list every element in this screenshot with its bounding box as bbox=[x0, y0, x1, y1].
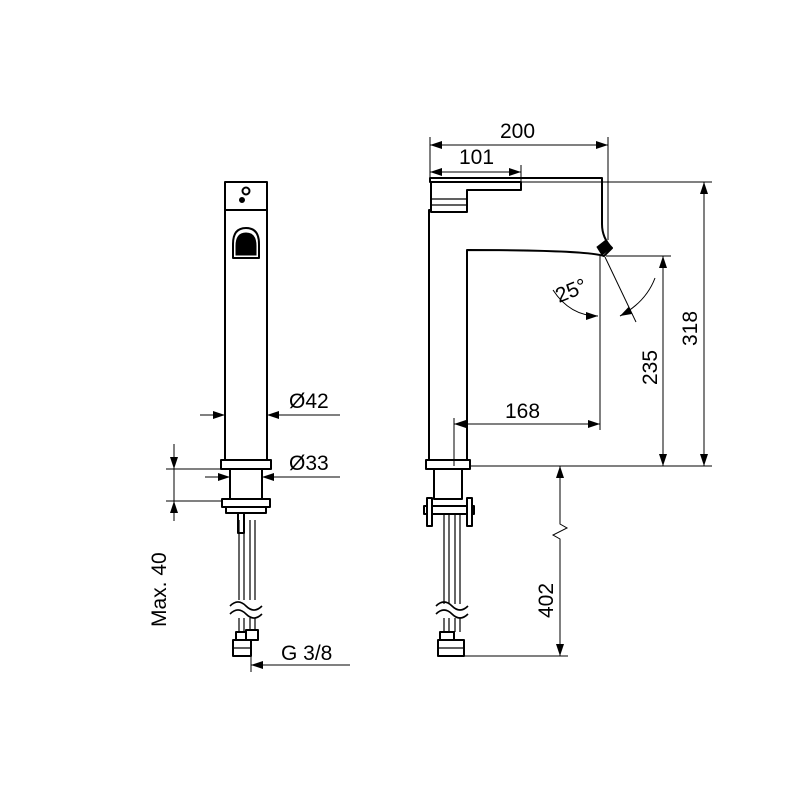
side-view: Ø42 Ø33 Max. 40 G 3/8 bbox=[148, 181, 350, 672]
label-101: 101 bbox=[459, 146, 494, 169]
front-base-ring bbox=[425, 459, 471, 470]
side-aerator-mesh bbox=[235, 232, 257, 256]
front-shank bbox=[433, 468, 463, 500]
front-view: 200 101 318 235 168 25° 402 bbox=[423, 120, 712, 657]
angle-arc bbox=[619, 277, 656, 317]
front-connector bbox=[439, 631, 455, 641]
label-diameter-42: Ø42 bbox=[289, 390, 329, 413]
label-max-40: Max. 40 bbox=[148, 552, 171, 627]
angle-ref-line bbox=[604, 256, 637, 323]
label-g-3-8: G 3/8 bbox=[281, 642, 332, 665]
side-washer bbox=[221, 498, 271, 508]
label-318: 318 bbox=[679, 311, 702, 346]
front-aerator-icon bbox=[596, 239, 612, 256]
side-lever-cap bbox=[224, 181, 268, 211]
front-spout-body bbox=[428, 177, 613, 461]
side-break-wave bbox=[229, 609, 263, 619]
side-lever-dot-icon bbox=[239, 197, 245, 203]
label-diameter-33: Ø33 bbox=[289, 452, 329, 475]
front-break-wave bbox=[435, 601, 469, 611]
label-235: 235 bbox=[639, 350, 662, 385]
side-base-ring bbox=[220, 459, 272, 470]
side-break-wave bbox=[229, 601, 263, 611]
label-402: 402 bbox=[535, 583, 558, 618]
front-stud bbox=[466, 497, 473, 527]
front-stud bbox=[426, 497, 433, 527]
angle-arc bbox=[552, 289, 599, 320]
label-angle-25: 25° bbox=[552, 274, 590, 307]
label-200: 200 bbox=[500, 120, 535, 143]
side-shank bbox=[229, 468, 263, 500]
front-break-wave bbox=[435, 609, 469, 619]
dim-break-402 bbox=[551, 518, 569, 546]
side-lever-screw-icon bbox=[241, 186, 251, 196]
label-168: 168 bbox=[505, 400, 540, 423]
side-nut bbox=[225, 506, 267, 514]
side-connector bbox=[245, 629, 259, 641]
